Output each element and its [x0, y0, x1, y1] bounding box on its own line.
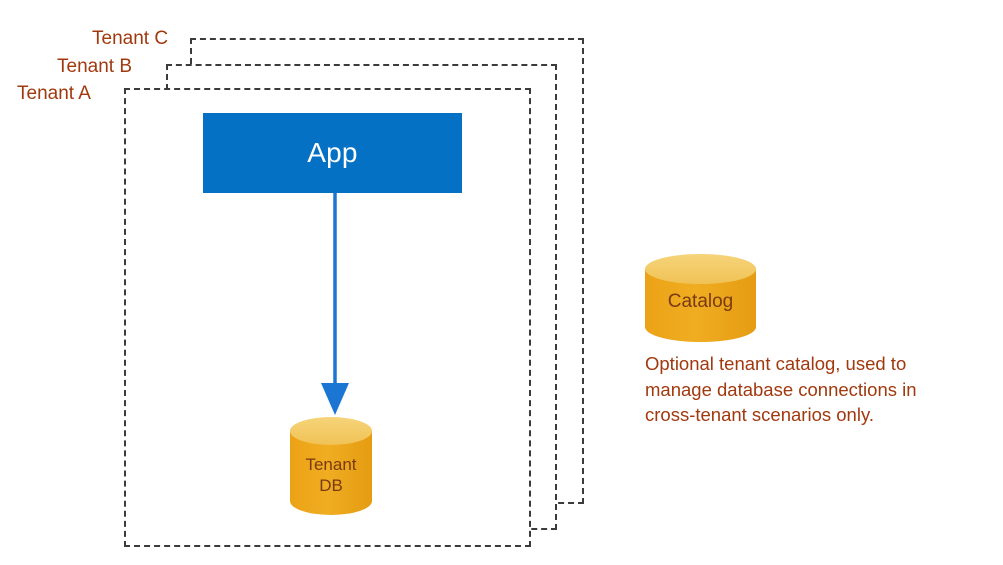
tenant-label-c: Tenant C [92, 28, 169, 49]
app-to-tenant-db-arrow-icon [321, 193, 349, 415]
catalog-caption: Optional tenant catalog, used to manage … [645, 353, 917, 425]
tenant-label-a: Tenant A [17, 83, 91, 104]
database-cylinder-icon [645, 254, 756, 342]
catalog-db-node: Catalog [644, 253, 757, 343]
tenant-label-b: Tenant B [57, 56, 132, 77]
database-cylinder-icon [290, 417, 372, 515]
app-node-label: App [307, 137, 358, 168]
app-node: App [203, 113, 462, 193]
tenant-db-node: Tenant DB [289, 416, 373, 516]
